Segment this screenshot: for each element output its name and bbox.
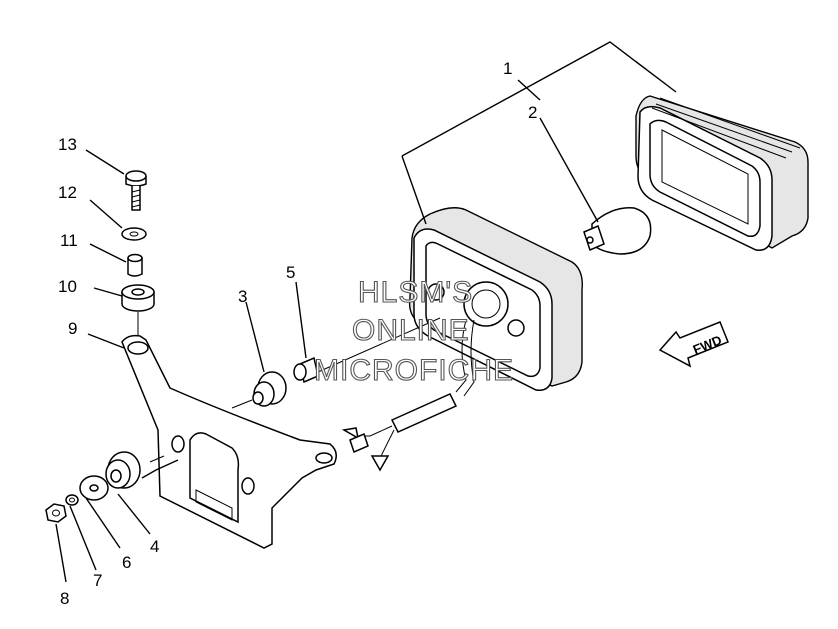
callout-7: 7	[93, 571, 102, 590]
part-3-grommet	[252, 371, 287, 407]
part-4-damper	[105, 451, 141, 489]
watermark: HLSM'S ONLINE MICROFICHE	[313, 275, 514, 387]
callout-12: 12	[58, 183, 77, 202]
forward-direction-arrow: FWD	[658, 321, 729, 368]
part-11-collar	[127, 253, 143, 277]
callout-8: 8	[60, 589, 69, 608]
callout-2: 2	[528, 103, 537, 122]
callout-6: 6	[122, 553, 131, 572]
callout-1: 1	[503, 59, 512, 78]
callout-9: 9	[68, 319, 77, 338]
part-6-washer	[79, 475, 109, 501]
callout-3: 3	[238, 287, 247, 306]
leader-lines	[55, 41, 677, 583]
part-1-lens	[635, 95, 809, 251]
callout-11: 11	[60, 231, 78, 250]
part-8-nut	[45, 503, 67, 523]
callout-5: 5	[286, 263, 295, 282]
wire-harness	[341, 393, 458, 472]
part-7-lock-washer	[65, 494, 79, 506]
callout-4: 4	[150, 537, 159, 556]
watermark-line-2: ONLINE	[352, 314, 470, 347]
part-5-collar	[293, 356, 319, 384]
part-10-grommet	[121, 284, 155, 312]
part-12-washer	[121, 227, 147, 241]
part-9-bracket	[121, 334, 337, 549]
callout-labels: 1 2 3 4 5 6 7 8 9 10 11 12 13	[58, 59, 537, 608]
callout-13: 13	[58, 135, 77, 154]
watermark-line-3: MICROFICHE	[314, 354, 514, 387]
tail-light-housing	[408, 207, 583, 397]
callout-10: 10	[58, 277, 77, 296]
part-13-bolt	[125, 170, 147, 211]
part-2-bulb	[583, 207, 652, 255]
watermark-line-1: HLSM'S	[358, 276, 473, 309]
